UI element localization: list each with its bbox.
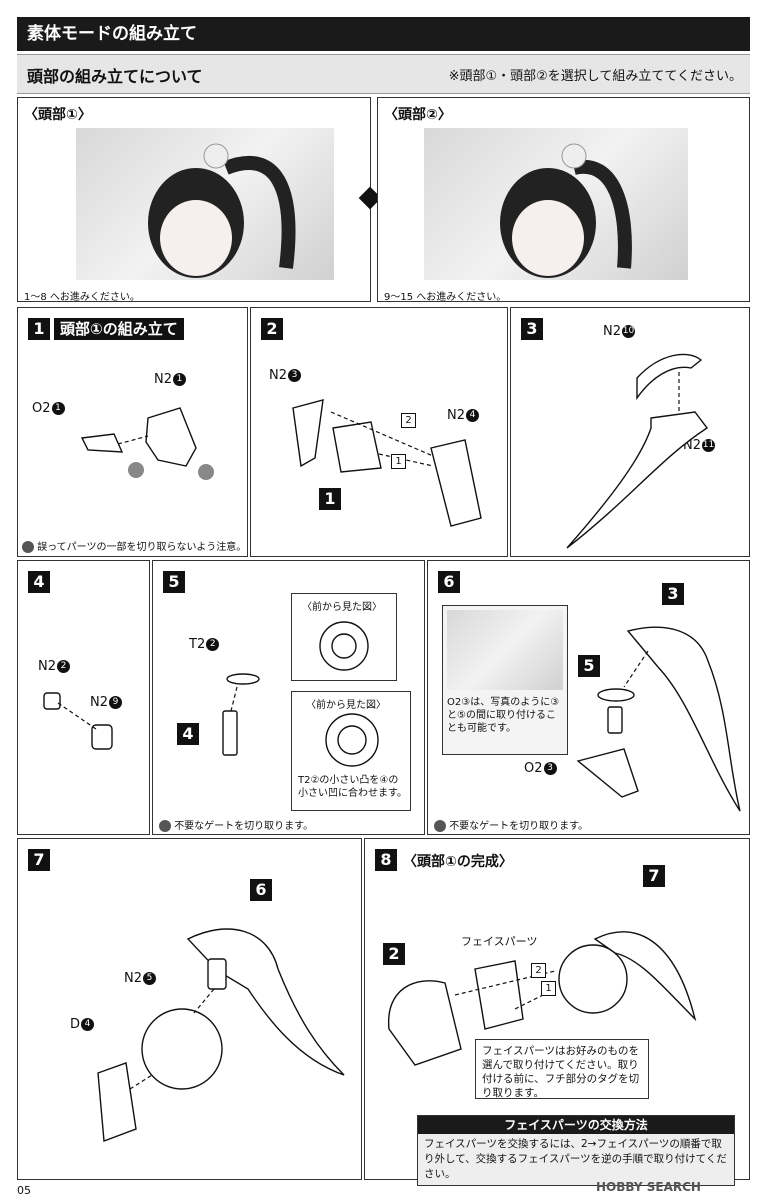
- step-6-photo: [447, 610, 563, 690]
- option-1-caption: 1～8 へお進みください。: [24, 292, 140, 303]
- selection-note: ※頭部①・頭部②を選択して組み立ててください。: [448, 69, 742, 84]
- step-2-number: 2: [261, 318, 283, 340]
- cut-warning-icon: [22, 541, 34, 553]
- step-7-callout: 6: [250, 879, 272, 901]
- watermark: HOBBY SEARCH: [596, 1180, 701, 1194]
- gate-icon: [434, 820, 446, 832]
- head-1-illustration: [148, 143, 296, 278]
- option-2-caption: 9～15 へお進みください。: [384, 292, 507, 303]
- step-6-gate-note: 不要なゲートを切り取ります。: [434, 817, 588, 832]
- face-swap-body: フェイスパーツを交換するには、2→フェイスパーツの順番で取り外して、交換するフェ…: [418, 1134, 734, 1185]
- step-2-order-1: 1: [391, 454, 406, 469]
- step-8-number: 8: [375, 849, 397, 871]
- step-2-order-2: 2: [401, 413, 416, 428]
- option-1-photo: [76, 128, 334, 280]
- step-8-diagram: [388, 931, 697, 1066]
- gate-icon: [159, 820, 171, 832]
- head-2-illustration: [500, 143, 632, 278]
- section-title: 素体モードの組み立て: [17, 17, 750, 51]
- step-3-number: 3: [521, 318, 543, 340]
- option-2-label: 〈頭部②〉: [384, 107, 452, 123]
- face-swap-box: フェイスパーツの交換方法 フェイスパーツを交換するには、2→フェイスパーツの順番…: [417, 1115, 735, 1186]
- option-head-1: 〈頭部①〉 1～8 へお進みください。: [17, 97, 371, 303]
- step-6-callout-5: 5: [578, 655, 600, 677]
- step-2-callout: 1: [319, 488, 341, 510]
- option-1-label: 〈頭部①〉: [24, 107, 92, 123]
- step-6-photo-note: O2③は、写真のように③と⑤の間に取り付けることも可能です。: [447, 697, 560, 734]
- step-8-face-note: フェイスパーツはお好みのものを選んで取り付けてください。取り付ける前に、フチ部分…: [475, 1039, 649, 1099]
- step-5-number: 5: [163, 571, 185, 593]
- step-8-title: 〈頭部①の完成〉: [403, 854, 513, 870]
- front-view-2: 〈前から見た図〉 T2②の小さい凸を④の小さい凹に合わせます。: [291, 691, 411, 811]
- step-5-gate-note: 不要なゲートを切り取ります。: [159, 817, 313, 832]
- step-6-callout-3: 3: [662, 583, 684, 605]
- step-6-number: 6: [438, 571, 460, 593]
- step-4-number: 4: [28, 571, 50, 593]
- step-5-callout: 4: [177, 723, 199, 745]
- step-8-panel: 8 〈頭部①の完成〉 2 7 フェイスパーツ 2 1 フェイスパーツはお好みのも…: [364, 838, 750, 1186]
- step-1-diagram: [80, 407, 214, 480]
- step-6-photo-box: O2③は、写真のように③と⑤の間に取り付けることも可能です。: [442, 605, 568, 755]
- step-5-diagram: [222, 673, 260, 756]
- subsection-bar: 頭部の組み立てについて ※頭部①・頭部②を選択して組み立ててください。: [17, 54, 750, 94]
- step-7-number: 7: [28, 849, 50, 871]
- option-2-photo: [424, 128, 688, 280]
- step-8-callout-2: 2: [383, 943, 405, 965]
- option-head-2: 〈頭部②〉 9～15 へお進みください。: [377, 97, 750, 303]
- step-1-number: 1: [28, 318, 50, 340]
- step-8-order-2: 2: [531, 963, 546, 978]
- step-4-diagram: [43, 692, 113, 750]
- step-8-order-1: 1: [541, 981, 556, 996]
- step-3-diagram: [566, 353, 709, 549]
- step-1-warning: 誤ってパーツの一部を切り取らないよう注意。: [22, 538, 246, 553]
- step-7-diagram: [97, 928, 345, 1142]
- subsection-title: 頭部の組み立てについて: [27, 67, 203, 86]
- step-5-note: T2②の小さい凸を④の小さい凹に合わせます。: [298, 775, 407, 799]
- face-swap-title: フェイスパーツの交換方法: [418, 1116, 734, 1134]
- step-8-face-label: フェイスパーツ: [461, 935, 538, 948]
- step-8-callout-7: 7: [643, 865, 665, 887]
- page-number: 05: [17, 1184, 31, 1197]
- front-view-1: 〈前から見た図〉: [291, 593, 397, 681]
- step-1-title: 頭部①の組み立て: [54, 318, 184, 340]
- step-2-diagram: [292, 399, 482, 527]
- step-6-diagram: [576, 626, 741, 812]
